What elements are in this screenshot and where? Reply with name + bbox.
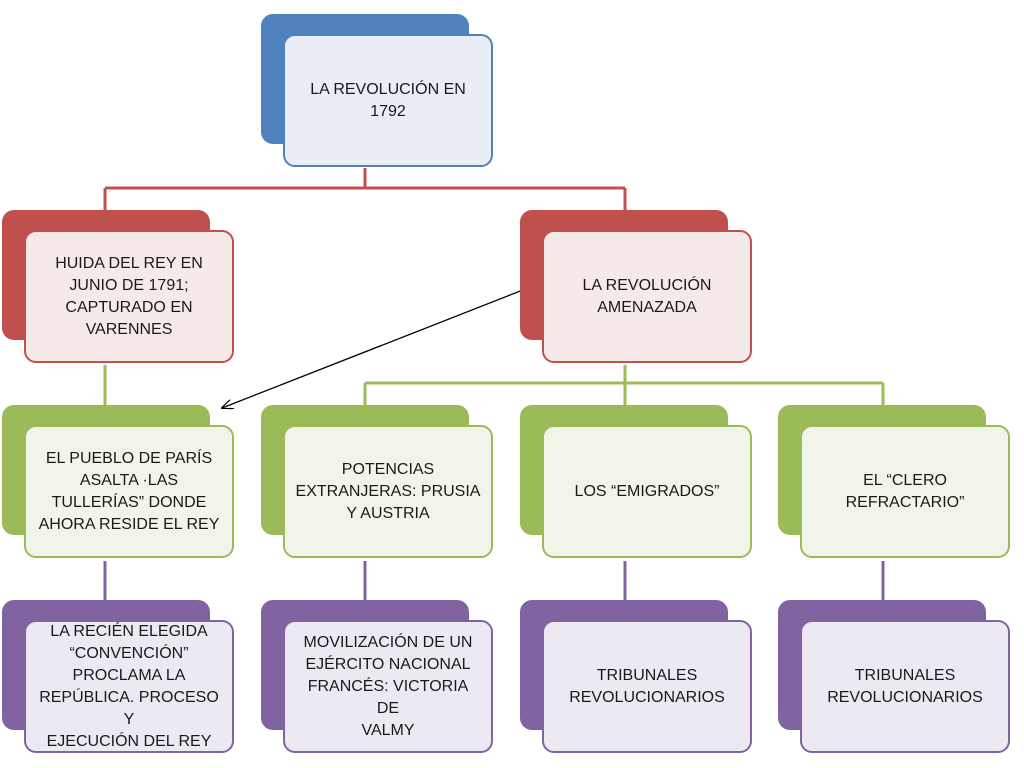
node-national-army-label: MOVILIZACIÓN DE UN EJÉRCITO NACIONAL FRA…: [303, 633, 473, 739]
node-tuileries-assault-label: EL PUEBLO DE PARÍS ASALTA ·LAS TULLERÍAS…: [38, 449, 220, 533]
arrow-threatened-to-people: [222, 287, 529, 408]
node-king-flight-box: HUIDA DEL REY EN JUNIO DE 1791; CAPTURAD…: [24, 230, 234, 363]
node-tribunals-2-label: TRIBUNALES REVOLUCIONARIOS: [827, 666, 983, 706]
node-convention-republic-label: LA RECIÉN ELEGIDA “CONVENCIÓN” PROCLAMA …: [39, 622, 219, 750]
node-refractory-clergy-label: EL “CLERO REFRACTARIO”: [845, 471, 965, 511]
connector-root-level1: [103, 168, 627, 210]
node-root-box: LA REVOLUCIÓN EN 1792: [283, 34, 493, 167]
node-emigrados-label: LOS “EMIGRADOS”: [574, 482, 720, 500]
node-tribunals-2-box: TRIBUNALES REVOLUCIONARIOS: [800, 620, 1010, 753]
node-emigrados-box: LOS “EMIGRADOS”: [542, 425, 752, 558]
node-root-label: LA REVOLUCIÓN EN 1792: [310, 80, 466, 120]
connector-level2-level3: [103, 561, 885, 600]
node-refractory-clergy-box: EL “CLERO REFRACTARIO”: [800, 425, 1010, 558]
node-convention-republic-box: LA RECIÉN ELEGIDA “CONVENCIÓN” PROCLAMA …: [24, 620, 234, 753]
node-tuileries-assault-box: EL PUEBLO DE PARÍS ASALTA ·LAS TULLERÍAS…: [24, 425, 234, 558]
node-national-army-box: MOVILIZACIÓN DE UN EJÉRCITO NACIONAL FRA…: [283, 620, 493, 753]
node-revolution-threatened-box: LA REVOLUCIÓN AMENAZADA: [542, 230, 752, 363]
node-revolution-threatened-label: LA REVOLUCIÓN AMENAZADA: [582, 276, 712, 316]
connector-level1-level2: [103, 365, 885, 405]
node-tribunals-1-label: TRIBUNALES REVOLUCIONARIOS: [569, 666, 725, 706]
node-foreign-powers-label: POTENCIAS EXTRANJERAS: PRUSIA Y AUSTRIA: [295, 460, 481, 522]
node-king-flight-label: HUIDA DEL REY EN JUNIO DE 1791; CAPTURAD…: [55, 254, 203, 338]
node-foreign-powers-box: POTENCIAS EXTRANJERAS: PRUSIA Y AUSTRIA: [283, 425, 493, 558]
node-tribunals-1-box: TRIBUNALES REVOLUCIONARIOS: [542, 620, 752, 753]
